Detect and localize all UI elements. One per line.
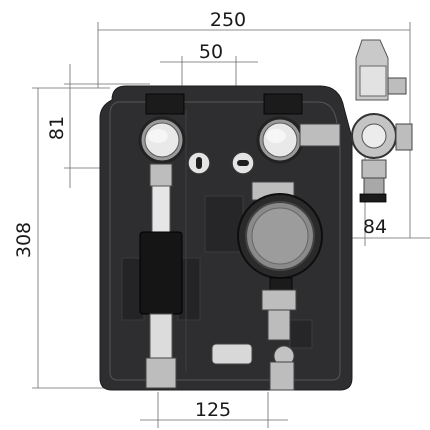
lower-valve-assembly xyxy=(211,289,297,391)
dimension-side-offset: 84 xyxy=(363,216,387,238)
dimension-pipe-spacing-bottom: 125 xyxy=(195,399,231,421)
thermometer-right xyxy=(231,151,255,175)
return-pipe-flowmeter xyxy=(139,163,183,389)
thermometer-left xyxy=(187,151,211,175)
dimension-overall-width: 250 xyxy=(210,9,246,31)
safety-valve-group xyxy=(299,39,413,203)
right-pipe-connection xyxy=(256,93,304,164)
circulation-pump xyxy=(237,181,323,293)
left-pipe-connection xyxy=(138,93,186,164)
dimension-height: 308 xyxy=(13,222,35,258)
dimension-pipe-spacing-top: 50 xyxy=(199,41,223,63)
dimension-top-offset: 81 xyxy=(46,116,68,140)
